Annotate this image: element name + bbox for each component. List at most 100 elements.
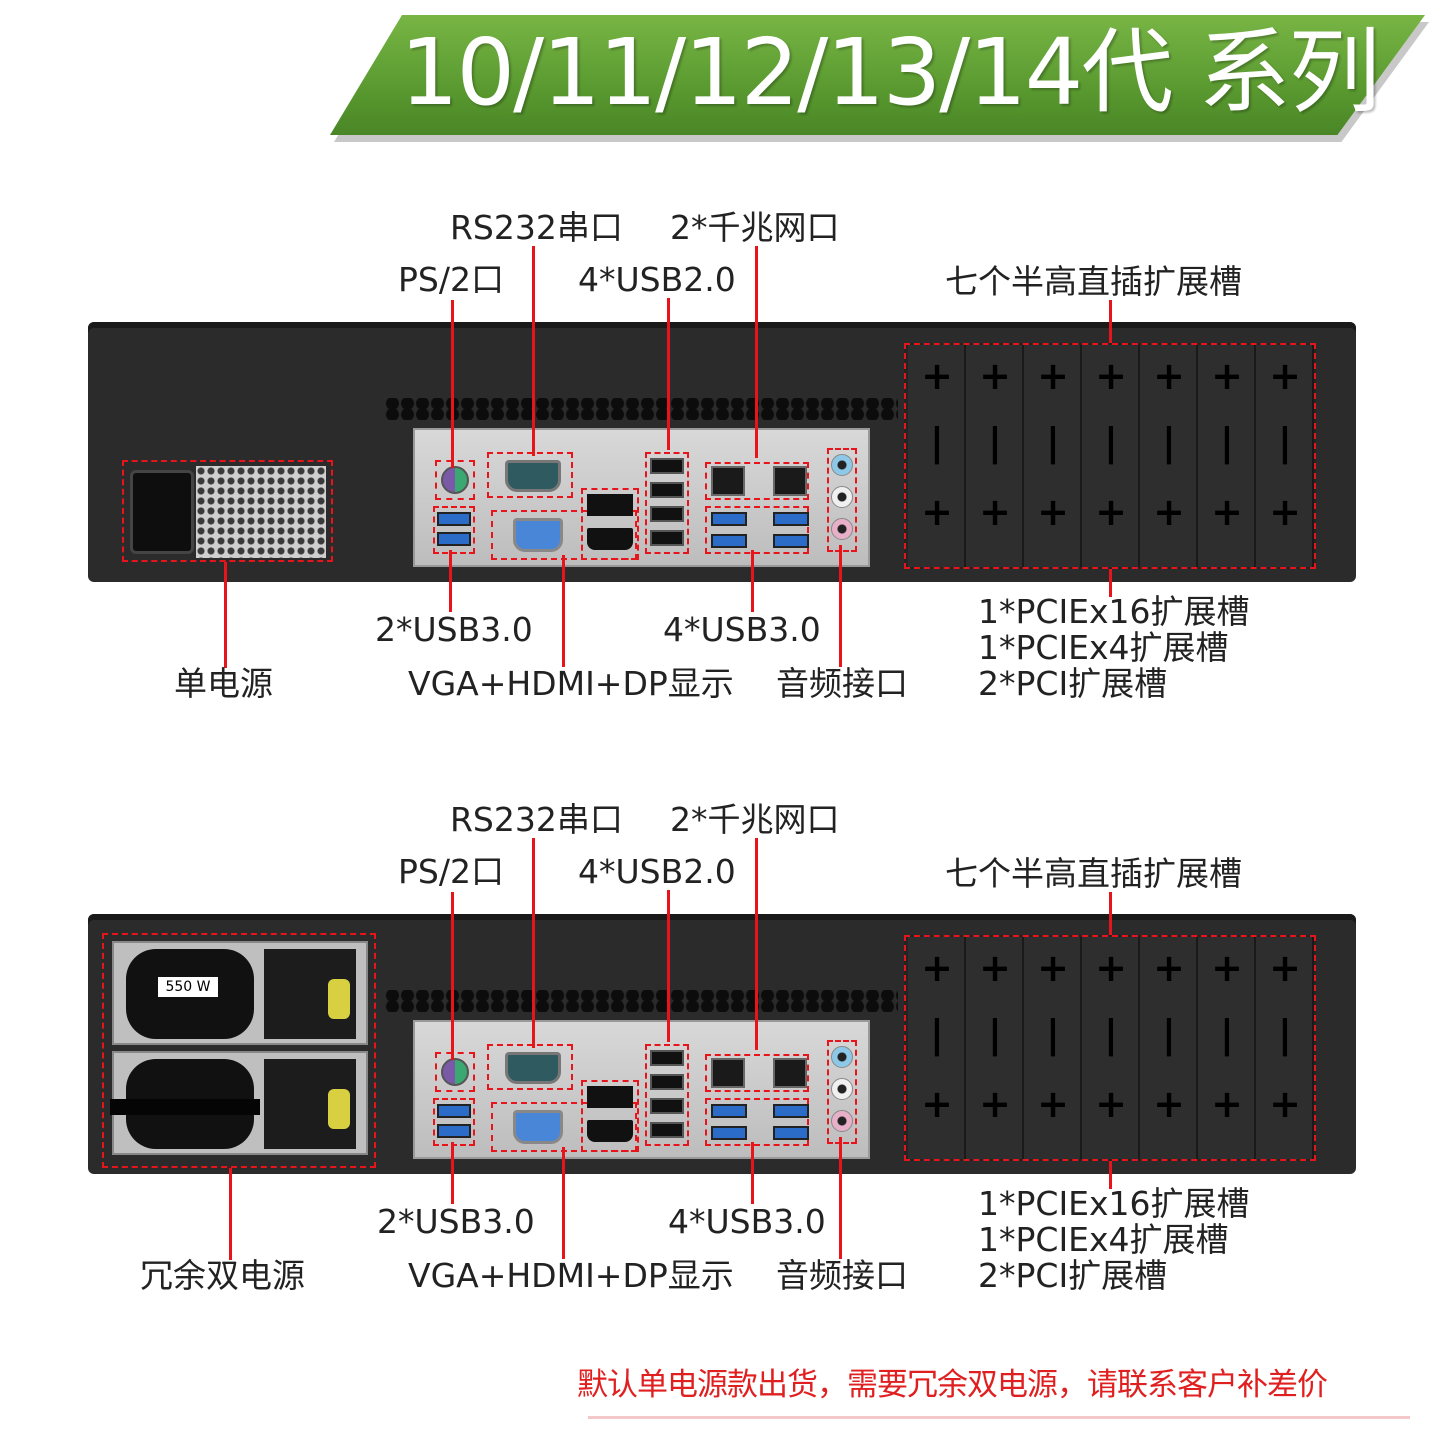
expansion-slots: +|++|++|++|++|++|++|+ xyxy=(904,343,1316,569)
slot-bar-icon: | xyxy=(988,420,1002,464)
dp-hdmi-highlight xyxy=(581,488,639,560)
slot-cover: +|+ xyxy=(1140,937,1198,1159)
rj45-port xyxy=(773,1058,807,1088)
screw-plus-icon: + xyxy=(979,1082,1011,1126)
ps2-highlight xyxy=(435,460,475,500)
slot-bar-icon: | xyxy=(930,1012,944,1056)
label-ps2: PS/2口 xyxy=(398,260,504,299)
slot-bar-icon: | xyxy=(930,420,944,464)
usb3-front-highlight xyxy=(433,1098,475,1146)
screw-plus-icon: + xyxy=(921,946,953,990)
slot-cover: +|+ xyxy=(1082,345,1140,567)
slot-bar-icon: | xyxy=(1220,420,1234,464)
usb3-port xyxy=(437,532,471,546)
usb3-port xyxy=(773,534,809,548)
io-shield xyxy=(413,1020,870,1159)
screw-plus-icon: + xyxy=(1153,1082,1185,1126)
usb2-port xyxy=(650,1074,684,1090)
serial-port xyxy=(505,460,561,492)
slot-cover: +|+ xyxy=(1140,345,1198,567)
serial-highlight xyxy=(487,452,573,498)
label-pcie16: 1*PCIEx16扩展槽 xyxy=(978,592,1250,631)
audio-jack xyxy=(831,486,853,508)
label-rs232: RS232串口 xyxy=(450,208,623,247)
vent-holes xyxy=(385,398,898,420)
screw-plus-icon: + xyxy=(1269,1082,1301,1126)
callout-line xyxy=(839,1137,842,1259)
psu-handle xyxy=(110,1099,260,1115)
vga-port xyxy=(513,1110,563,1144)
latch xyxy=(328,1089,350,1129)
latch xyxy=(328,979,350,1019)
slot-bar-icon: | xyxy=(988,1012,1002,1056)
chassis-panel-redundant-psu: +|++|++|++|++|++|++|+550 W RS232串口 2*千兆网… xyxy=(0,792,1440,1312)
callout-line xyxy=(1109,300,1112,343)
usb3-port xyxy=(437,1104,471,1118)
screw-plus-icon: + xyxy=(1153,354,1185,398)
label-lan: 2*千兆网口 xyxy=(670,208,840,247)
audio-highlight xyxy=(827,448,857,552)
label-usb30-front: 2*USB3.0 xyxy=(375,610,533,649)
rj45-port xyxy=(773,466,807,496)
screw-plus-icon: + xyxy=(1269,946,1301,990)
screw-plus-icon: + xyxy=(1211,946,1243,990)
label-pci: 2*PCI扩展槽 xyxy=(978,664,1168,703)
vent-holes xyxy=(385,990,898,1012)
screw-plus-icon: + xyxy=(1037,490,1069,534)
callout-line xyxy=(562,1147,565,1259)
ac-inlet xyxy=(130,470,194,554)
screw-plus-icon: + xyxy=(1153,490,1185,534)
callout-line xyxy=(224,562,227,668)
callout-line xyxy=(1109,569,1112,597)
ps2-highlight xyxy=(435,1052,475,1092)
screw-plus-icon: + xyxy=(1095,1082,1127,1126)
label-pci: 2*PCI扩展槽 xyxy=(978,1256,1168,1295)
psu-rating-label: 550 W xyxy=(158,977,218,997)
hdmi-port xyxy=(587,528,633,550)
banner-title: 10/11/12/13/14代 系列 xyxy=(400,19,1381,126)
callout-line xyxy=(451,300,454,468)
slot-cover: +|+ xyxy=(1256,345,1314,567)
screw-plus-icon: + xyxy=(979,946,1011,990)
screw-plus-icon: + xyxy=(1211,1082,1243,1126)
screw-plus-icon: + xyxy=(1095,490,1127,534)
label-usb20: 4*USB2.0 xyxy=(578,260,736,299)
usb2-port xyxy=(650,1122,684,1138)
callout-line xyxy=(751,550,754,612)
chassis-rear: +|++|++|++|++|++|++|+ xyxy=(88,322,1356,582)
slot-cover: +|+ xyxy=(1082,937,1140,1159)
redundant-power-supply: 550 W xyxy=(102,933,376,1168)
callout-line xyxy=(1109,1161,1112,1189)
slot-bar-icon: | xyxy=(1278,420,1292,464)
label-psu: 单电源 xyxy=(174,664,273,703)
screw-plus-icon: + xyxy=(1037,1082,1069,1126)
chassis-rear: +|++|++|++|++|++|++|+550 W xyxy=(88,914,1356,1174)
audio-jack xyxy=(831,518,853,540)
screw-plus-icon: + xyxy=(1095,354,1127,398)
screw-plus-icon: + xyxy=(979,354,1011,398)
label-pcie4: 1*PCIEx4扩展槽 xyxy=(978,628,1229,667)
callout-line xyxy=(1109,892,1112,935)
label-audio: 音频接口 xyxy=(776,664,908,703)
callout-line xyxy=(451,892,454,1060)
audio-jack xyxy=(831,454,853,476)
callout-line xyxy=(755,838,758,1050)
screw-plus-icon: + xyxy=(921,1082,953,1126)
psu-module xyxy=(110,1051,368,1155)
callout-line xyxy=(839,545,842,667)
label-usb30-rear: 4*USB3.0 xyxy=(663,610,821,649)
ps2-port xyxy=(441,466,469,494)
audio-jack xyxy=(831,1078,853,1100)
slot-cover: +|+ xyxy=(1198,937,1256,1159)
psu-grille xyxy=(196,466,326,558)
callout-line xyxy=(667,298,670,450)
callout-line xyxy=(451,1142,454,1204)
io-shield xyxy=(413,428,870,567)
screw-plus-icon: + xyxy=(1269,354,1301,398)
label-pcie4: 1*PCIEx4扩展槽 xyxy=(978,1220,1229,1259)
slot-cover: +|+ xyxy=(1024,345,1082,567)
usb3-front-highlight xyxy=(433,506,475,554)
slot-cover: +|+ xyxy=(1024,937,1082,1159)
screw-plus-icon: + xyxy=(1037,354,1069,398)
lan-highlight xyxy=(705,462,809,500)
